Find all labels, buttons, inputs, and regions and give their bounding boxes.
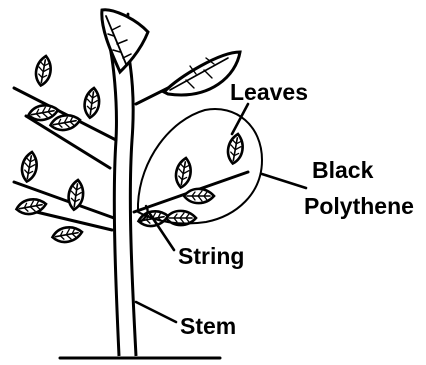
label-black: Black	[312, 157, 374, 183]
top-leaf	[102, 10, 148, 72]
leaves-leader	[232, 104, 248, 134]
upper-right-branch	[136, 52, 240, 104]
label-polythene: Polythene	[304, 193, 414, 219]
label-stem: Stem	[180, 313, 236, 339]
left-upper-branch	[14, 55, 116, 168]
stem-leader	[136, 302, 176, 322]
stem	[109, 40, 136, 356]
label-leaves: Leaves	[230, 79, 308, 105]
black-polythene-leader	[262, 174, 306, 188]
label-string: String	[178, 243, 244, 269]
left-lower-branch	[14, 151, 114, 244]
black-polythene-bag	[138, 109, 262, 224]
